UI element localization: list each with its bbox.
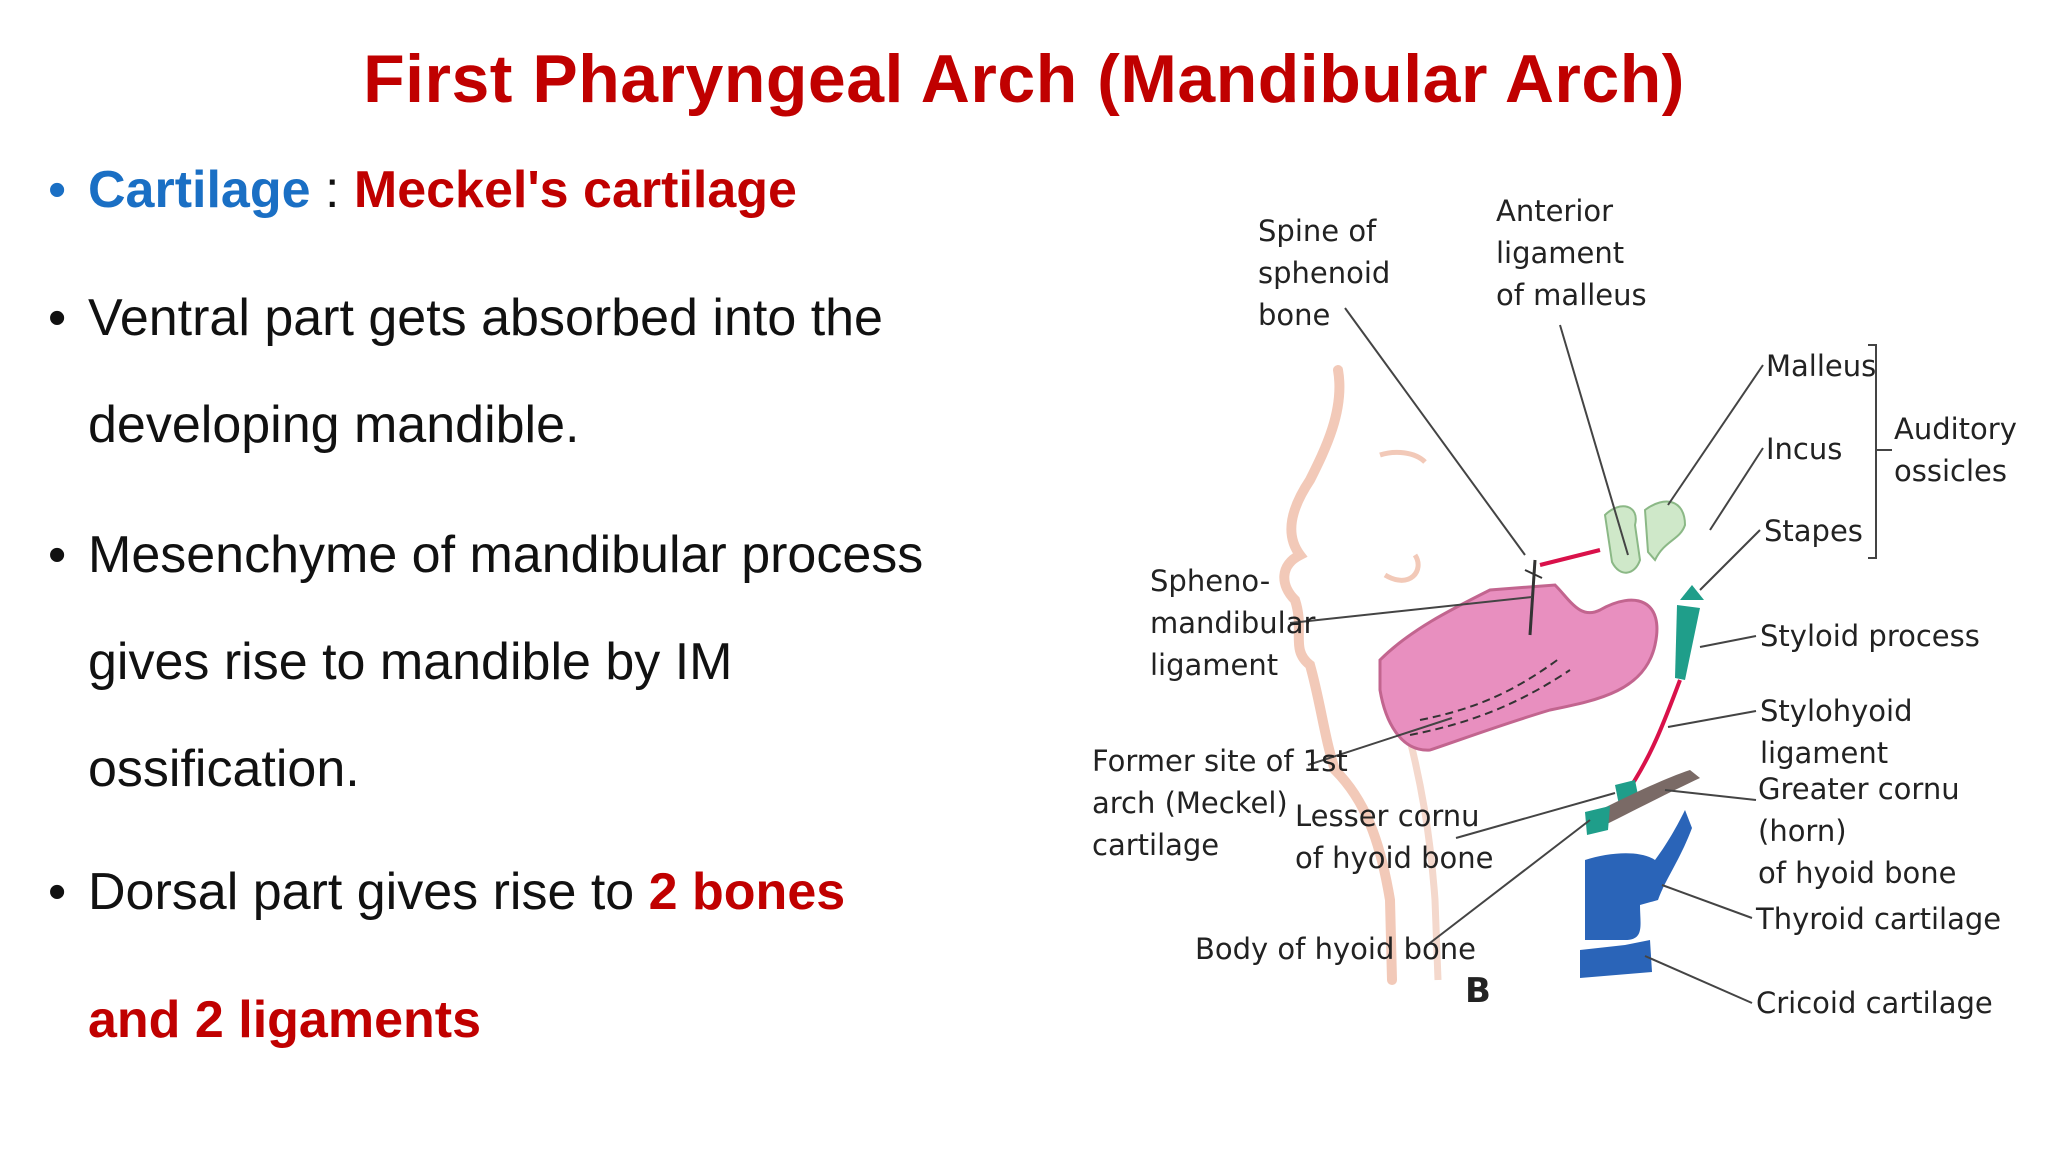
label-auditory-ossicles: Auditory ossicles: [1894, 412, 2017, 488]
bullet-line: developing mandible.: [88, 396, 580, 454]
bullet-line: Cartilage : Meckel's cartilage: [88, 160, 797, 220]
bullet-dot-icon: •: [48, 526, 67, 584]
meckel-dashed-line: [1409, 669, 1571, 736]
label-styloid-process: Styloid process: [1760, 619, 1980, 653]
face-outline: [1279, 365, 1397, 985]
label-lesser-cornu: Lesser cornu of hyoid bone: [1295, 799, 1494, 875]
ossicles-bracket: [1868, 344, 1877, 559]
label-former-site: Former site of 1st arch (Meckel) cartila…: [1092, 744, 1348, 862]
leader-styloid: [1699, 635, 1757, 648]
greater-cornu-shape: [1590, 770, 1700, 830]
pharyngeal-arch-figure: Spine of sphenoid bone Anterior ligament…: [1080, 180, 2040, 1040]
anterior-ligament-line: [1539, 548, 1601, 567]
bullet-line: Dorsal part gives rise to 2 bones: [88, 862, 845, 922]
hyoid-body-shape: [1585, 806, 1610, 835]
leader-anterior-ligament: [1559, 324, 1629, 556]
dorsal-plain: Dorsal part gives rise to: [88, 863, 649, 921]
cartilage-term: Cartilage: [88, 161, 311, 219]
label-anterior-ligament: Anterior ligament of malleus: [1496, 194, 1647, 312]
neck-outline: [1406, 739, 1442, 981]
label-thyroid-cartilage: Thyroid cartilage: [1756, 902, 2002, 936]
incus-shape: [1643, 500, 1687, 562]
label-stylohyoid-ligament: Stylohyoid ligament: [1760, 694, 1913, 770]
leader-stapes: [1699, 529, 1761, 591]
leader-spine: [1344, 307, 1526, 556]
cricoid-cartilage-shape: [1580, 940, 1652, 978]
figure-drawing: [1279, 307, 1892, 1004]
leader-sphenomandibular: [1289, 596, 1533, 624]
leader-malleus: [1667, 364, 1764, 506]
leader-body-hyoid: [1425, 819, 1591, 947]
leader-incus: [1709, 447, 1764, 531]
cartilage-value: Meckel's cartilage: [353, 161, 797, 219]
eye-outline: [1379, 449, 1427, 464]
label-stapes: Stapes: [1764, 514, 1863, 548]
label-spheno-mandibular: Spheno- mandibular ligament: [1150, 564, 1316, 682]
label-greater-cornu: Greater cornu (horn) of hyoid bone: [1758, 772, 1960, 890]
leader-stylohyoid: [1667, 710, 1757, 728]
leader-greater-cornu: [1664, 789, 1757, 801]
stapes-shape: [1680, 585, 1704, 600]
label-cricoid-cartilage: Cricoid cartilage: [1756, 986, 1993, 1020]
leader-thyroid: [1661, 884, 1753, 919]
leader-lines: [1289, 307, 1892, 1004]
dorsal-bones: 2 bones: [648, 863, 846, 921]
panel-letter: B: [1465, 971, 1491, 1011]
thyroid-cartilage-shape: [1585, 810, 1692, 940]
separator: :: [310, 161, 354, 219]
bullet-dot-icon: •: [48, 289, 67, 347]
label-incus: Incus: [1766, 432, 1843, 466]
leader-lesser-cornu: [1455, 792, 1616, 839]
label-spine-sphenoid: Spine of sphenoid bone: [1258, 214, 1391, 332]
ear-curve: [1383, 553, 1421, 583]
sphenomandibular-ligament: [1528, 559, 1537, 636]
slide-title: First Pharyngeal Arch (Mandibular Arch): [363, 41, 1685, 117]
bullet-line: gives rise to mandible by IM: [88, 633, 733, 691]
ligament-hook: [1524, 569, 1543, 579]
leader-former-site: [1307, 717, 1453, 766]
dorsal-ligaments: and 2 ligaments: [88, 991, 481, 1049]
meckel-dashed-line-2: [1419, 657, 1561, 721]
bullet-line: Ventral part gets absorbed into the: [88, 289, 883, 347]
leader-cricoid: [1644, 955, 1753, 1004]
bullet-line: Mesenchyme of mandibular process: [88, 526, 924, 584]
bullet-dot-icon: •: [48, 161, 67, 219]
bullet-dot-icon: •: [48, 863, 67, 921]
styloid-process-shape: [1675, 605, 1700, 680]
label-malleus: Malleus: [1766, 349, 1877, 383]
bullet-line: ossification.: [88, 740, 360, 798]
mandible-shape: [1378, 583, 1659, 752]
label-body-hyoid: Body of hyoid bone: [1195, 932, 1476, 966]
